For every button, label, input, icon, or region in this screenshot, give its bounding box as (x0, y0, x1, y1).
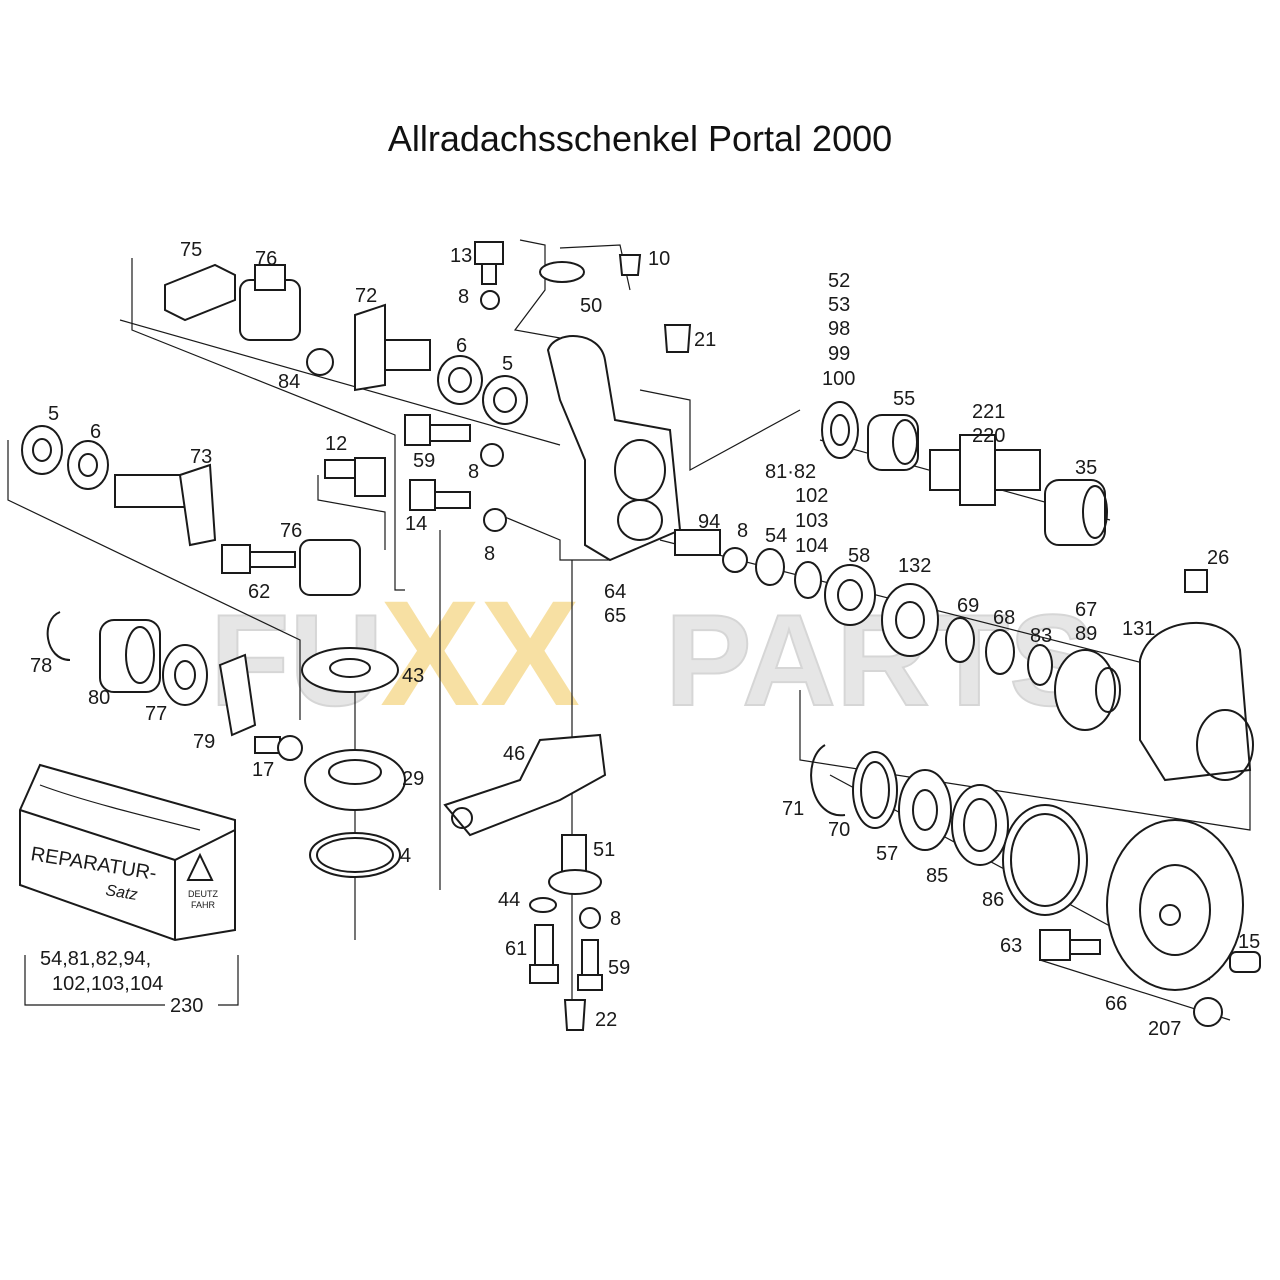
part-label-72: 72 (355, 285, 377, 307)
part-label-14: 14 (405, 513, 427, 535)
part-label-103: 103 (795, 510, 828, 532)
kit-number: 230 (170, 995, 203, 1017)
part-label-10: 10 (648, 248, 670, 270)
part-label-70: 70 (828, 819, 850, 841)
watermark-right: PARTS (665, 587, 1096, 733)
part-label-59: 59 (413, 450, 435, 472)
part-label-61: 61 (505, 938, 527, 960)
part-label-68: 68 (993, 607, 1015, 629)
part-label-55: 55 (893, 388, 915, 410)
part-label-76: 76 (280, 520, 302, 542)
part-label-131: 131 (1122, 618, 1155, 640)
part-label-71: 71 (782, 798, 804, 820)
part-label-8: 8 (468, 461, 479, 483)
part-label-77: 77 (145, 703, 167, 725)
part-label-50: 50 (580, 295, 602, 317)
part-label-220: 220 (972, 425, 1005, 447)
part-label-13: 13 (450, 245, 472, 267)
part-label-12: 12 (325, 433, 347, 455)
part-label-22: 22 (595, 1009, 617, 1031)
part-label-80: 80 (88, 687, 110, 709)
part-label-89: 89 (1075, 623, 1097, 645)
part-label-5: 5 (502, 353, 513, 375)
part-label-79: 79 (193, 731, 215, 753)
page-title: Allradachsschenkel Portal 2000 (387, 118, 893, 159)
part-label-81-82: 81·82 (765, 461, 816, 483)
kit-contents-line1: 54,81,82,94, (40, 948, 151, 970)
kit-box-label-script: Satz (104, 882, 138, 904)
part-label-86: 86 (982, 889, 1004, 911)
part-label-100: 100 (822, 368, 855, 390)
part-label-99: 99 (828, 343, 850, 365)
part-label-132: 132 (898, 555, 931, 577)
part-label-52: 52 (828, 270, 850, 292)
part-label-35: 35 (1075, 457, 1097, 479)
part-label-76: 76 (255, 248, 277, 270)
part-label-46: 46 (503, 743, 525, 765)
part-label-44: 44 (498, 889, 520, 911)
part-label-4: 4 (400, 845, 411, 867)
part-label-21: 21 (694, 329, 716, 351)
part-label-78: 78 (30, 655, 52, 677)
watermark-middle: XX (380, 569, 580, 737)
part-label-57: 57 (876, 843, 898, 865)
part-drawings (21, 241, 1261, 1031)
part-label-85: 85 (926, 865, 948, 887)
repair-kit: REPARATUR- Satz DEUTZ FAHR 54,81,82,94, … (19, 763, 239, 1017)
part-label-84: 84 (278, 371, 300, 393)
part-label-26: 26 (1207, 547, 1229, 569)
part-label-58: 58 (848, 545, 870, 567)
part-label-59: 59 (608, 957, 630, 979)
part-label-69: 69 (957, 595, 979, 617)
part-label-65: 65 (604, 605, 626, 627)
part-label-17: 17 (252, 759, 274, 781)
part-label-6: 6 (456, 335, 467, 357)
part-label-67: 67 (1075, 599, 1097, 621)
watermark: FU XX PARTS (209, 569, 1097, 737)
part-label-221: 221 (972, 401, 1005, 423)
part-label-8: 8 (737, 520, 748, 542)
part-label-75: 75 (180, 239, 202, 261)
part-label-8: 8 (610, 908, 621, 930)
part-label-8: 8 (458, 286, 469, 308)
part-label-54: 54 (765, 525, 787, 547)
part-label-5: 5 (48, 403, 59, 425)
part-label-64: 64 (604, 581, 626, 603)
part-label-66: 66 (1105, 993, 1127, 1015)
part-label-94: 94 (698, 511, 720, 533)
part-label-73: 73 (190, 446, 212, 468)
part-label-29: 29 (402, 768, 424, 790)
part-label-104: 104 (795, 535, 828, 557)
part-label-53: 53 (828, 294, 850, 316)
part-label-51: 51 (593, 839, 615, 861)
part-label-102: 102 (795, 485, 828, 507)
part-label-98: 98 (828, 318, 850, 340)
part-label-63: 63 (1000, 935, 1022, 957)
kit-brand-line2: FAHR (191, 900, 216, 910)
part-label-43: 43 (402, 665, 424, 687)
part-label-83: 83 (1030, 625, 1052, 647)
kit-contents-line2: 102,103,104 (52, 973, 163, 995)
part-label-15: 15 (1238, 931, 1260, 953)
part-label-8: 8 (484, 543, 495, 565)
kit-brand-line1: DEUTZ (188, 889, 218, 899)
part-label-6: 6 (90, 421, 101, 443)
part-label-207: 207 (1148, 1018, 1181, 1040)
part-label-62: 62 (248, 581, 270, 603)
part-labels: 75 76 72 84 13 8 10 50 21 6 5 5 6 73 12 … (30, 239, 1260, 1040)
